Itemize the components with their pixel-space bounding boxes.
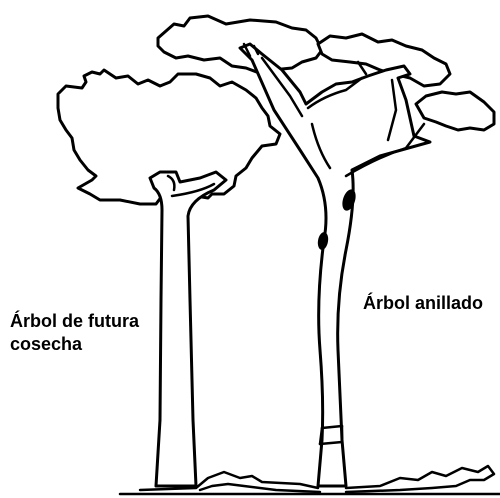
future-harvest-tree-trunk	[150, 172, 226, 486]
girdled-tree-label: Árbol anillado	[363, 292, 483, 315]
future-harvest-tree-label-line1: Árbol de futura	[10, 310, 139, 333]
girdled-tree-canopy-main	[158, 16, 322, 74]
future-harvest-tree	[58, 70, 280, 486]
girdled-tree-canopy-small	[416, 92, 494, 130]
future-harvest-tree-label-line2: cosecha	[10, 333, 139, 356]
future-harvest-tree-label: Árbol de futura cosecha	[10, 310, 139, 356]
girdled-tree-trunk	[240, 44, 430, 486]
root-outline	[346, 466, 494, 492]
